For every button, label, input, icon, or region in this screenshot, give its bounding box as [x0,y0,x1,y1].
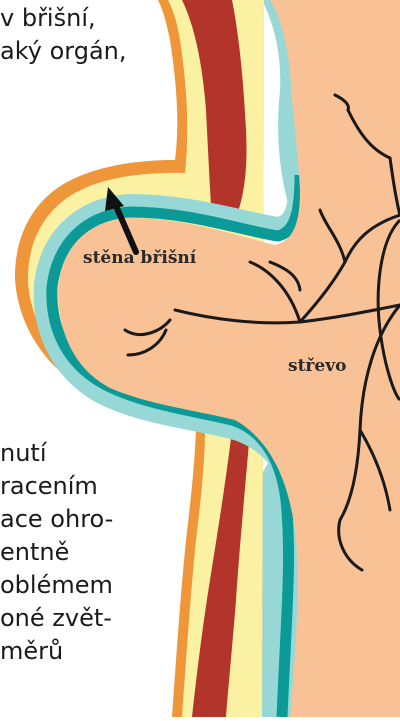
text-line: oné zvět- [0,602,113,635]
abdominal-wall-label: stěna břišní [83,248,196,268]
text-line: ace ohro- [0,503,113,536]
intestine-label: střevo [288,356,346,376]
text-line: nutí [0,437,113,470]
text-line: racením [0,470,113,503]
body-text-top: v břišní, aký orgán, [0,2,127,68]
body-text-bottom: nutí racením ace ohro- entně oblémem oné… [0,437,113,668]
text-line: oblémem [0,569,113,602]
text-line: aký orgán, [0,35,127,68]
text-line: v břišní, [0,2,127,35]
text-line: entně [0,536,113,569]
text-line: měrů [0,635,113,668]
